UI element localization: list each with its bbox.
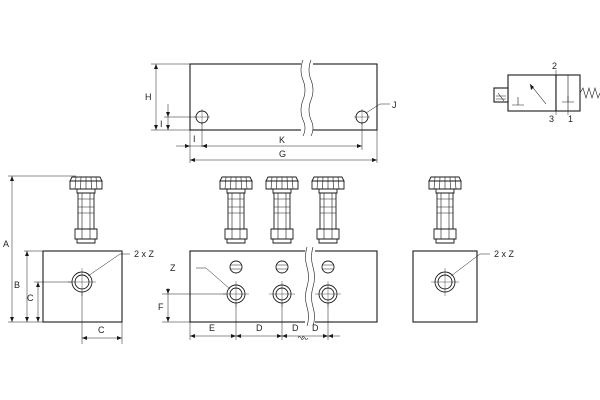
right-view-knob xyxy=(428,176,462,244)
symbol-spring xyxy=(579,86,600,100)
front-view-knob-3 xyxy=(311,176,345,244)
symbol-manual-actuator xyxy=(493,87,509,103)
front-view-knob-2 xyxy=(265,176,299,244)
front-view-dim-d3: D xyxy=(312,323,319,333)
left-view-dim-a: A xyxy=(3,239,9,249)
symbol-port-2: 2 xyxy=(552,61,557,71)
front-view-knob-1 xyxy=(219,176,253,244)
front-view-thread-label: Z xyxy=(170,263,176,273)
symbol-port-3: 3 xyxy=(549,114,554,124)
top-view-break-line xyxy=(300,59,314,137)
left-view-knob xyxy=(69,176,103,244)
top-view-dim-g: G xyxy=(279,149,286,159)
top-view-dim-h: H xyxy=(145,92,152,102)
symbol-box-left xyxy=(507,74,557,112)
top-view-j-label: J xyxy=(392,100,397,110)
valve-symbol: 2 3 1 xyxy=(493,61,600,124)
front-view-dim-d1: D xyxy=(256,323,263,333)
right-side-view: 2 x Z xyxy=(412,176,515,323)
front-view-screw-2 xyxy=(275,260,289,274)
front-view-dim-f: F xyxy=(158,302,164,312)
front-view-dim-d2: D xyxy=(292,323,299,333)
front-view-break-line xyxy=(305,246,315,327)
left-view-dim-c-vertical: C xyxy=(27,293,34,303)
top-view-dim-i-vertical: I xyxy=(160,119,163,129)
top-view-body xyxy=(189,63,378,131)
left-side-view: 2 x Z A B C C xyxy=(3,175,155,344)
left-view-thread-label: 2 x Z xyxy=(134,249,155,259)
top-view: J H I I K G xyxy=(145,59,397,163)
front-view-dim-e: E xyxy=(209,323,215,333)
top-view-dim-k: K xyxy=(279,135,285,145)
symbol-port-1: 1 xyxy=(568,114,573,124)
top-view-dim-i-horizontal: I xyxy=(193,134,196,144)
front-view: Z F E D D D xyxy=(158,176,378,340)
left-view-dim-c-horizontal: C xyxy=(98,325,105,335)
front-view-screw-1 xyxy=(229,260,243,274)
front-view-screw-3 xyxy=(321,260,335,274)
right-view-thread-label: 2 x Z xyxy=(494,249,515,259)
left-view-dim-b: B xyxy=(14,280,20,290)
